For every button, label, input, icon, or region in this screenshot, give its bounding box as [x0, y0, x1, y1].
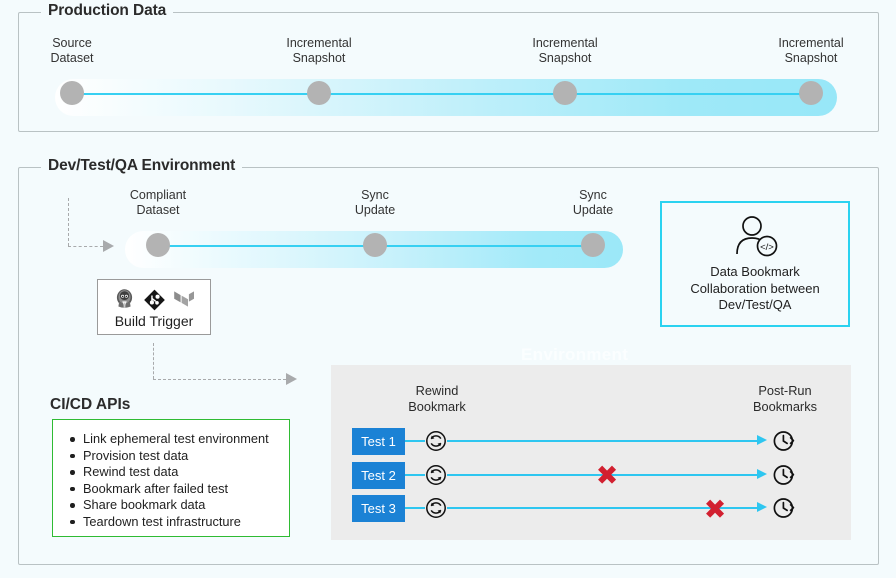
label-line-2: Dataset — [136, 203, 180, 217]
environment-watermark: Environment — [521, 345, 629, 364]
clock-bookmark-icon[interactable] — [772, 496, 796, 520]
label-line-2: Snapshot — [538, 51, 592, 65]
jenkins-icon — [116, 289, 133, 308]
test-row-2-line-right — [447, 474, 758, 476]
svg-text:</>: </> — [760, 242, 774, 253]
dev-node-2 — [581, 233, 605, 257]
rewind-icon[interactable] — [425, 430, 447, 452]
column-header-line-1: Rewind — [415, 383, 459, 398]
label-line-2: Dataset — [50, 51, 94, 65]
build-to-test-dash-horizontal — [153, 379, 286, 380]
test-row-2-arrowhead — [757, 469, 767, 479]
terraform-icon — [174, 291, 194, 307]
column-header-line-2: Bookmarks — [752, 399, 818, 414]
rewind-icon[interactable] — [425, 497, 447, 519]
label-line-2: Update — [354, 203, 396, 217]
build-to-test-dash-vertical — [153, 343, 154, 379]
build-trigger-label: Build Trigger — [114, 313, 194, 329]
test-row-1-line-right — [447, 440, 758, 442]
production-data-legend: Production Data — [41, 2, 174, 20]
production-timeline-band — [55, 79, 837, 116]
test-row-2-chip[interactable]: Test 2 — [352, 462, 405, 489]
cicd-apis-box: Link ephemeral test environment Provisio… — [52, 419, 290, 537]
cicd-list-item: Provision test data — [70, 448, 281, 465]
label-line-1: Sync — [579, 188, 607, 202]
data-bookmark-line-1: Data Bookmark — [710, 264, 800, 280]
test-row-3-chip[interactable]: Test 3 — [352, 495, 405, 522]
test-row-3-failure-marker: ✖ — [703, 494, 727, 526]
label-line-1: Incremental — [778, 36, 844, 50]
column-header-line-2: Bookmark — [408, 399, 466, 414]
cicd-apis-list: Link ephemeral test environment Provisio… — [53, 420, 289, 539]
build-to-test-arrowhead — [286, 373, 297, 385]
label-line-1: Sync — [361, 188, 389, 202]
prod-to-dev-arrowhead — [103, 240, 114, 252]
test-row-3-line-left — [405, 507, 425, 509]
cicd-apis-title: CI/CD APIs — [50, 396, 131, 413]
production-node-1 — [307, 81, 331, 105]
cicd-list-item: Rewind test data — [70, 464, 281, 481]
label-line-1: Incremental — [532, 36, 598, 50]
test-row-3-line-right — [447, 507, 758, 509]
dev-node-label-0: Compliant Dataset — [130, 188, 186, 218]
test-row-1-chip[interactable]: Test 1 — [352, 428, 405, 455]
build-trigger-box[interactable]: Build Trigger — [97, 279, 211, 335]
dev-node-0 — [146, 233, 170, 257]
label-line-2: Update — [572, 203, 614, 217]
column-header-line-1: Post-Run — [758, 383, 812, 398]
label-line-2: Snapshot — [784, 51, 838, 65]
test-row-1-line-left — [405, 440, 425, 442]
production-node-3 — [799, 81, 823, 105]
label-line-1: Source — [52, 36, 92, 50]
production-node-0 — [60, 81, 84, 105]
prod-to-dev-dash-horizontal — [68, 246, 103, 247]
test-row-2-line-left — [405, 474, 425, 476]
git-icon — [144, 289, 165, 311]
production-node-label-2: Incremental Snapshot — [532, 36, 597, 66]
cicd-list-item: Bookmark after failed test — [70, 481, 281, 498]
rewind-bookmark-column-header: Rewind Bookmark — [408, 383, 466, 415]
production-timeline-track — [72, 93, 812, 95]
clock-bookmark-icon[interactable] — [772, 463, 796, 487]
rewind-icon[interactable] — [425, 464, 447, 486]
data-bookmark-text: Data Bookmark Collaboration between Dev/… — [690, 264, 819, 314]
production-node-label-3: Incremental Snapshot — [778, 36, 843, 66]
test-row-3-arrowhead — [757, 502, 767, 512]
data-bookmark-line-3: Dev/Test/QA — [718, 297, 792, 313]
dev-test-qa-panel: Dev/Test/QA Environment — [18, 157, 879, 565]
production-data-panel: Production Data — [18, 2, 879, 132]
test-row-2-failure-marker: ✖ — [595, 460, 619, 492]
label-line-1: Incremental — [286, 36, 352, 50]
cicd-list-item: Link ephemeral test environment — [70, 431, 281, 448]
data-bookmark-line-2: Collaboration between — [690, 280, 820, 296]
dev-node-label-1: Sync Update — [355, 188, 395, 218]
test-row-1-arrowhead — [757, 435, 767, 445]
production-node-label-0: Source Dataset — [50, 36, 93, 66]
prod-to-dev-dash-vertical — [68, 198, 69, 246]
clock-bookmark-icon[interactable] — [772, 429, 796, 453]
build-trigger-icons — [113, 288, 195, 312]
dev-node-label-2: Sync Update — [573, 188, 613, 218]
label-line-2: Snapshot — [292, 51, 346, 65]
dev-node-1 — [363, 233, 387, 257]
user-code-icon: </> — [736, 216, 778, 257]
dev-test-qa-legend: Dev/Test/QA Environment — [41, 157, 243, 175]
production-node-2 — [553, 81, 577, 105]
label-line-1: Compliant — [129, 188, 187, 202]
postrun-bookmarks-column-header: Post-Run Bookmarks — [753, 383, 817, 415]
data-bookmark-collaboration-box[interactable]: </> Data Bookmark Collaboration between … — [660, 201, 850, 327]
production-node-label-1: Incremental Snapshot — [286, 36, 351, 66]
cicd-list-item: Share bookmark data — [70, 497, 281, 514]
cicd-list-item: Teardown test infrastructure — [70, 514, 281, 531]
